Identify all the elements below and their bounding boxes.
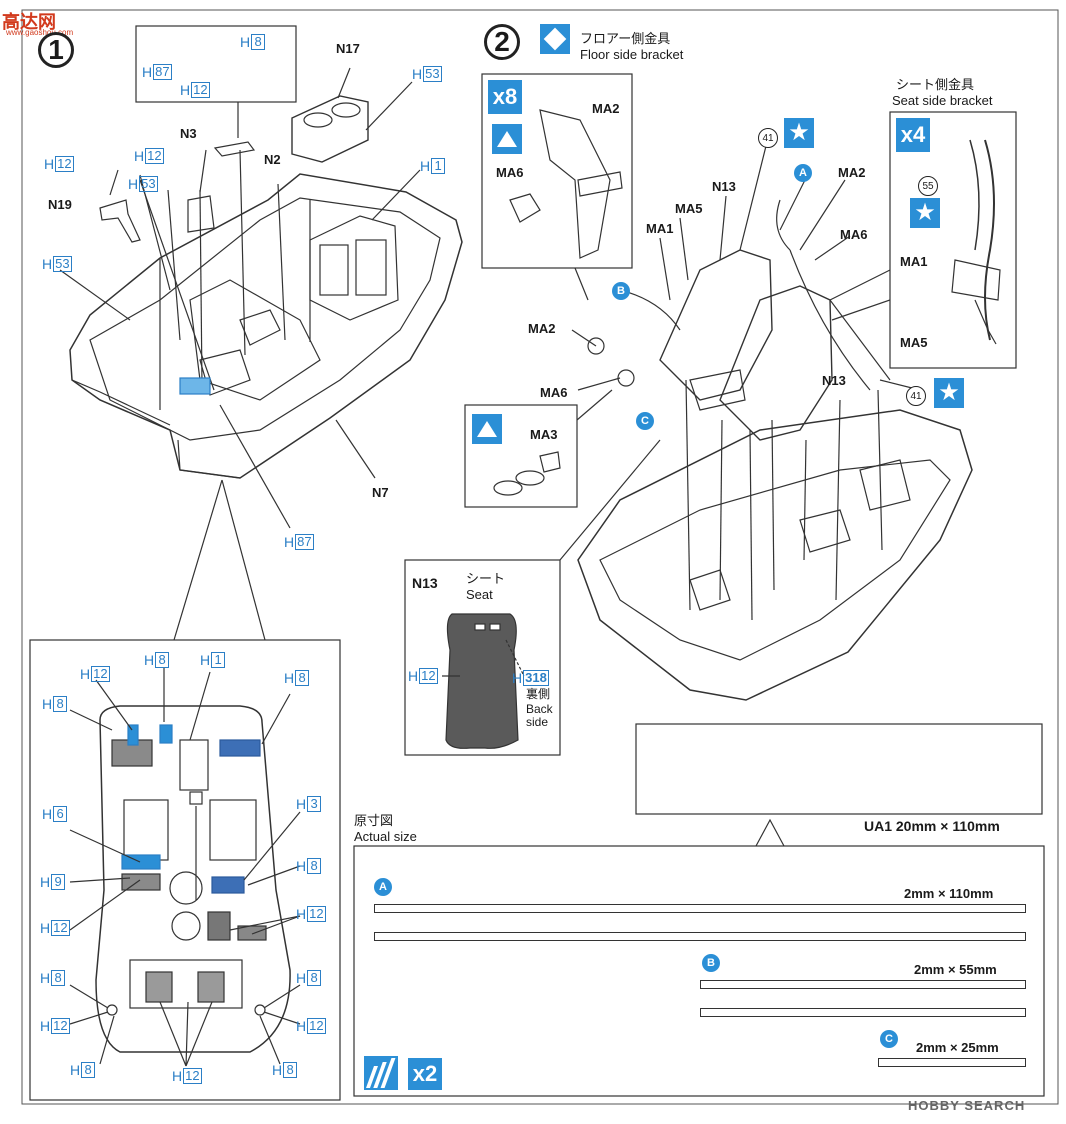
actual-size-en: Actual size [354, 829, 417, 844]
floor-bracket-jp: フロアー側金具 [580, 31, 671, 46]
part-ma1: MA1 [646, 221, 674, 236]
part-ma2-right: MA2 [838, 165, 866, 180]
decal-ua1-size: UA1 20mm × 110mm [864, 818, 1000, 834]
marker-41-top: 41 [758, 128, 778, 148]
decal-strip-b1 [700, 980, 1026, 989]
decal-icon [364, 1056, 398, 1090]
floor-bracket-en: Floor side bracket [580, 47, 684, 62]
marker-41-bottom: 41 [906, 386, 926, 406]
marker-c: C [636, 412, 654, 430]
part-ma1-seat-bracket: MA1 [900, 254, 928, 269]
decal-b-dim: 2mm × 55mm [914, 962, 997, 977]
part-n7: N7 [372, 485, 389, 500]
seat-bracket-jp: シート側金具 [896, 77, 975, 92]
part-ma5: MA5 [675, 201, 703, 216]
part-ma5-seat-bracket: MA5 [900, 335, 928, 350]
marker-b: B [612, 282, 630, 300]
step-1-badge: 1 [38, 32, 74, 68]
decal-strip-a1 [374, 904, 1026, 913]
decal-marker-b: B [702, 954, 720, 972]
decal-strip-b2 [700, 1008, 1026, 1017]
part-n13-top: N13 [712, 179, 736, 194]
part-ma6-right: MA6 [840, 227, 868, 242]
star-icon-seat-bracket: ★ [910, 198, 940, 228]
decal-strip-c [878, 1058, 1026, 1067]
decal-strip-a2 [374, 932, 1026, 941]
part-ma3: MA3 [530, 427, 558, 442]
star-icon-bottom: ★ [934, 378, 964, 408]
part-n17: N17 [336, 41, 360, 56]
part-n13-right: N13 [822, 373, 846, 388]
part-n2: N2 [264, 152, 281, 167]
marker-55: 55 [918, 176, 938, 196]
decal-marker-c: C [880, 1030, 898, 1048]
part-n19: N19 [48, 197, 72, 212]
decal-marker-a: A [374, 878, 392, 896]
watermark-url: www.gaoshou.com [6, 28, 74, 37]
part-ma2-inset: MA2 [592, 101, 620, 116]
watermark-logo: 高达网 [2, 12, 56, 32]
floor-bracket-icon [540, 24, 570, 54]
part-ma2-left: MA2 [528, 321, 556, 336]
seat-back-en-1: Back [526, 702, 553, 716]
seat-bracket-en: Seat side bracket [892, 93, 993, 108]
floor-bracket-mark-icon-2 [472, 414, 502, 444]
star-icon-top: ★ [784, 118, 814, 148]
decal-c-dim: 2mm × 25mm [916, 1040, 999, 1055]
floor-bracket-mark-icon [492, 124, 522, 154]
seat-jp: シート [466, 571, 506, 586]
part-ma6-left: MA6 [540, 385, 568, 400]
seat-back-jp: 裏側 [526, 687, 551, 701]
seat-back-en-2: side [526, 715, 549, 729]
part-n3: N3 [180, 126, 197, 141]
part-ma6-inset: MA6 [496, 165, 524, 180]
seat-part-n13: N13 [412, 575, 438, 591]
watermark-hobbysearch: HOBBY SEARCH [908, 1098, 1026, 1113]
marker-a: A [794, 164, 812, 182]
decal-a-dim: 2mm × 110mm [904, 886, 994, 901]
actual-size-jp: 原寸図 [354, 813, 394, 828]
step-2-badge: 2 [484, 24, 520, 60]
seat-en: Seat [466, 587, 493, 602]
